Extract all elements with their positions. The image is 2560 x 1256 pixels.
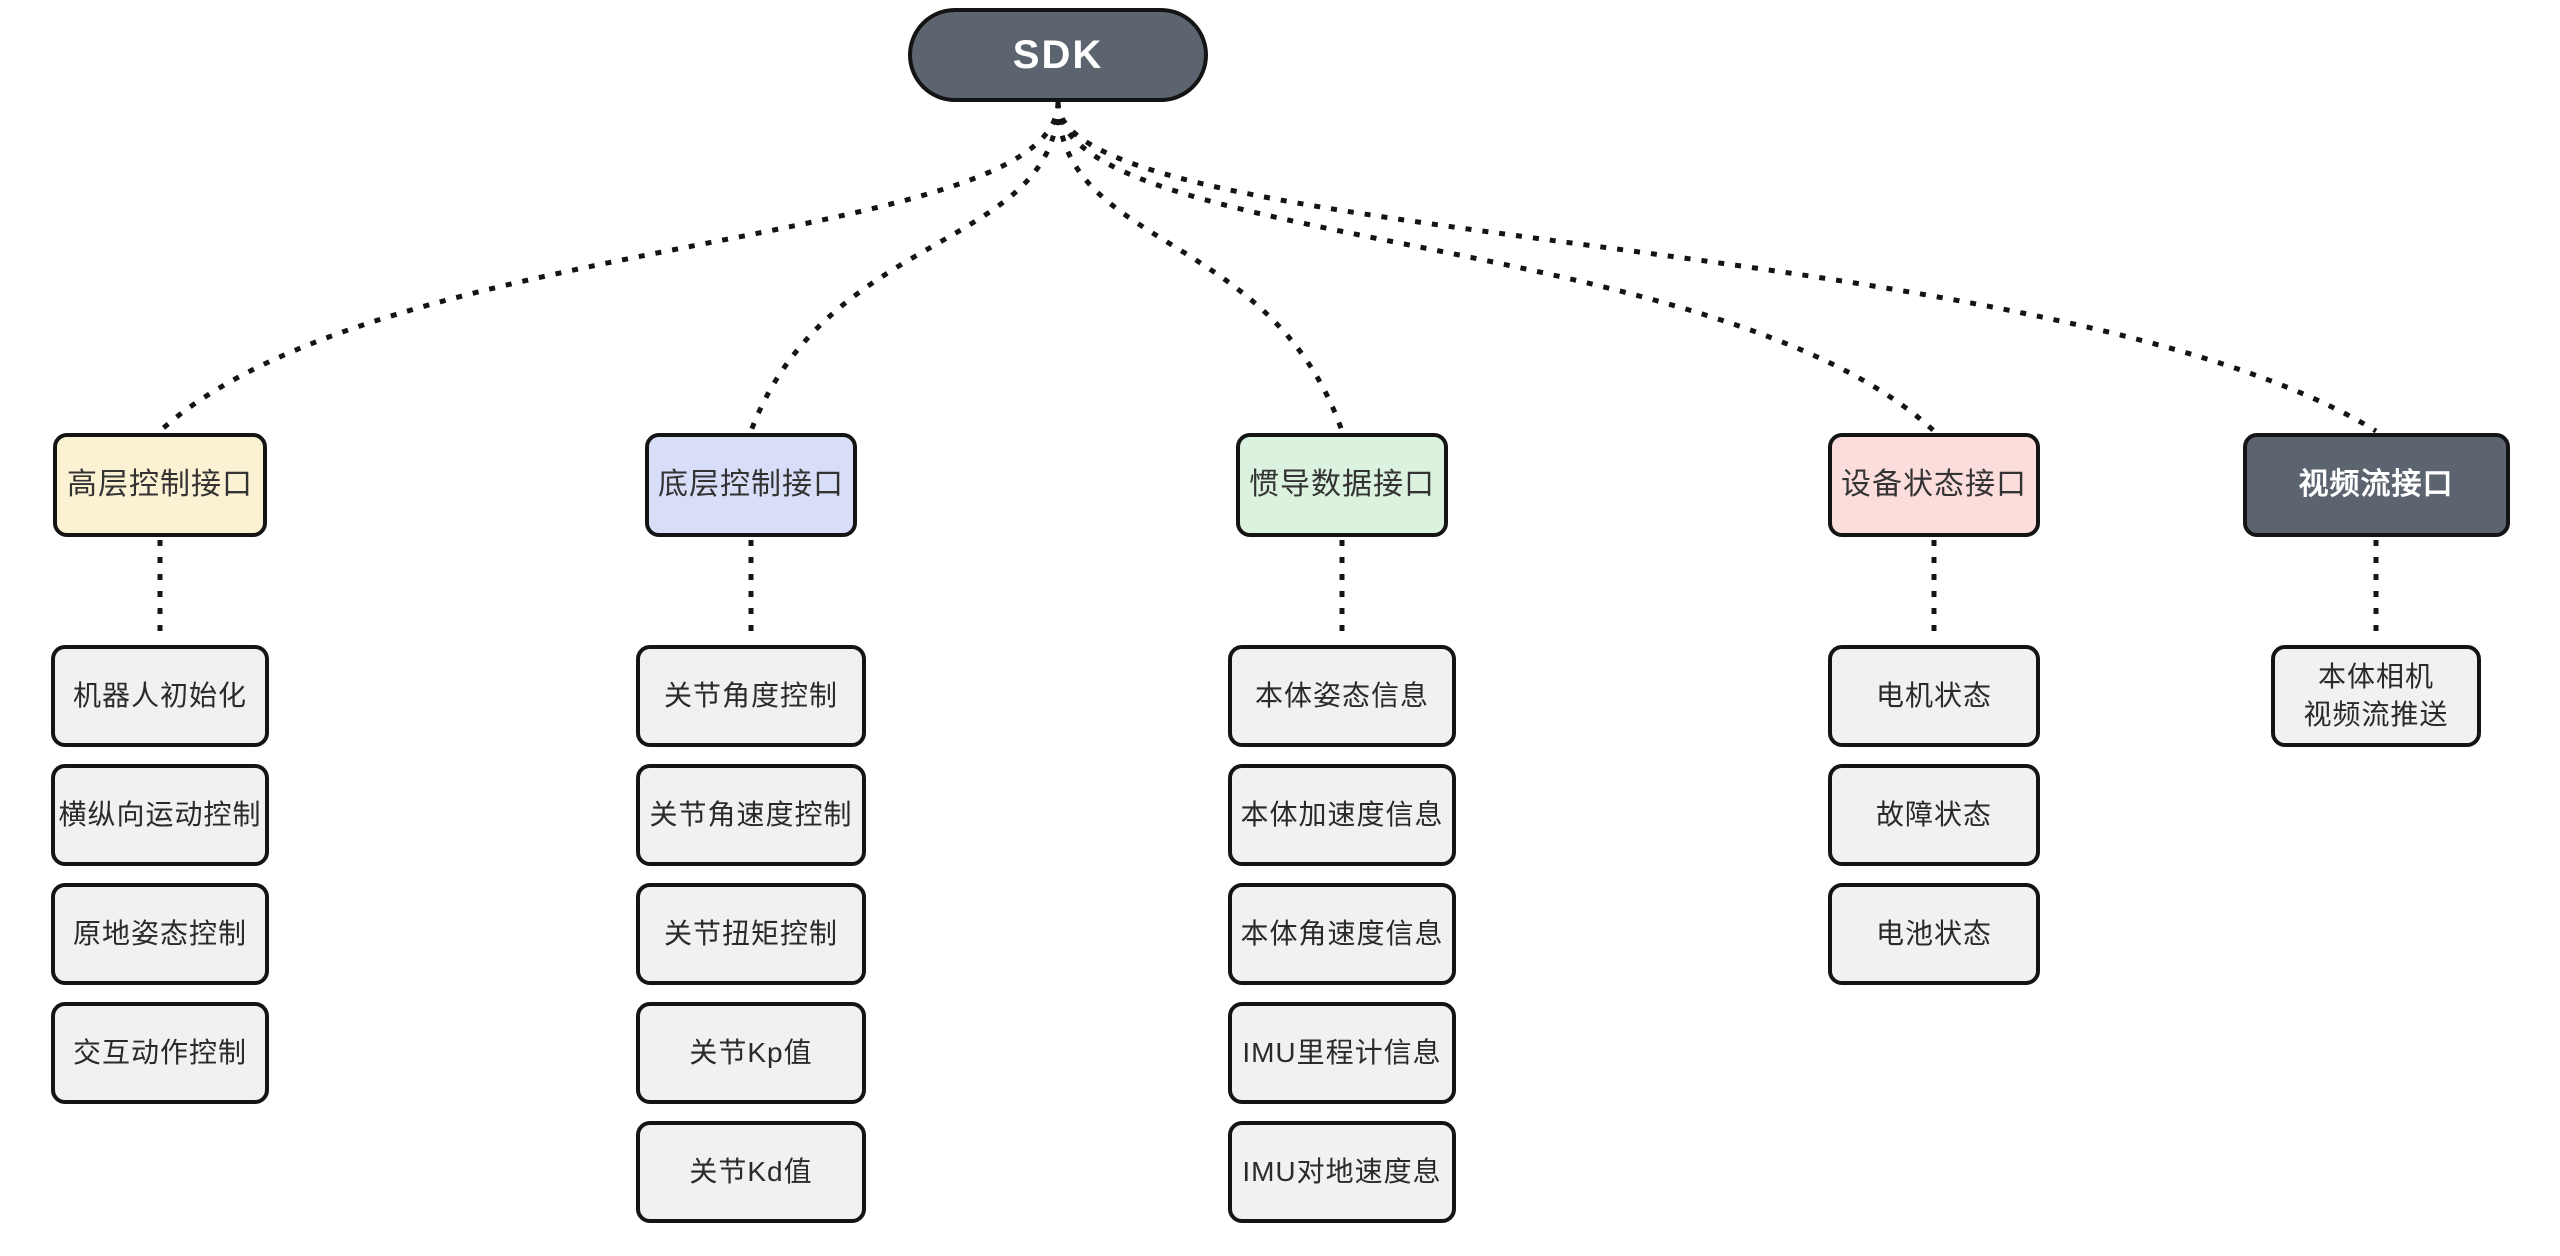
child-node: 本体相机 视频流推送 (2271, 645, 2481, 747)
branch-node: 惯导数据接口 (1236, 433, 1448, 537)
child-node: 电机状态 (1828, 645, 2040, 747)
child-node: IMU里程计信息 (1228, 1002, 1456, 1104)
child-node: 交互动作控制 (51, 1002, 269, 1104)
child-node: 机器人初始化 (51, 645, 269, 747)
child-node: 故障状态 (1828, 764, 2040, 866)
connector-curve (1055, 101, 2378, 434)
child-node: 本体角速度信息 (1228, 883, 1456, 985)
child-node: 关节角速度控制 (636, 764, 866, 866)
child-node: 原地姿态控制 (51, 883, 269, 985)
sdk-root-node: SDK (908, 8, 1208, 102)
connector-curve (1055, 101, 1345, 432)
branch-node: 视频流接口 (2242, 433, 2510, 537)
child-node: 关节Kd值 (636, 1121, 866, 1223)
child-node: 横纵向运动控制 (51, 764, 269, 866)
branch-node: 设备状态接口 (1828, 433, 2040, 537)
child-node: 关节角度控制 (636, 645, 866, 747)
branch-node: 底层控制接口 (645, 433, 857, 537)
child-node: IMU对地速度息 (1228, 1121, 1456, 1223)
branch-node: 高层控制接口 (53, 433, 267, 537)
connector-curve (748, 101, 1061, 432)
connector-curve (1055, 101, 1936, 433)
child-node: 本体加速度信息 (1228, 764, 1456, 866)
child-node: 关节Kp值 (636, 1002, 866, 1104)
connector-curve (158, 101, 1061, 433)
child-node: 关节扭矩控制 (636, 883, 866, 985)
child-node: 电池状态 (1828, 883, 2040, 985)
child-node: 本体姿态信息 (1228, 645, 1456, 747)
